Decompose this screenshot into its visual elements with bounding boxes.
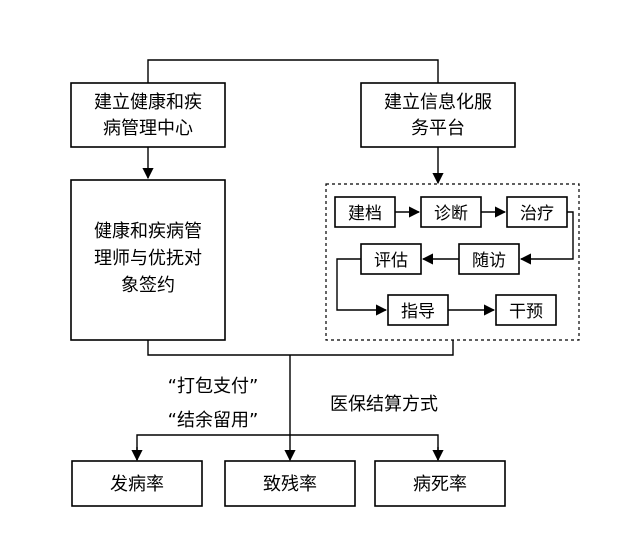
info-platform-node: 建立信息化服 务平台 <box>360 82 516 148</box>
contract-line-2: 理师与优抚对 <box>94 248 202 269</box>
follow-up-node: 随访 <box>458 243 520 275</box>
diagnosis-label: 诊断 <box>434 204 468 224</box>
top-connector <box>147 59 439 83</box>
arrow-treatment-to-follow-up <box>519 211 574 265</box>
info-platform-line-2: 务平台 <box>411 118 465 139</box>
morbidity-node: 发病率 <box>71 460 203 507</box>
evaluation-node: 评估 <box>360 243 422 275</box>
mortality-label: 病死率 <box>413 474 467 495</box>
mortality-node: 病死率 <box>374 460 506 507</box>
disability-node: 致残率 <box>224 460 356 507</box>
package-payment-text: “打包支付” <box>168 376 259 397</box>
disability-label: 致残率 <box>263 474 317 495</box>
evaluation-label: 评估 <box>374 251 408 271</box>
contract-line-1: 健康和疾病管 <box>94 221 202 242</box>
guidance-node: 指导 <box>387 294 449 326</box>
build-file-label: 建档 <box>348 204 382 224</box>
contract-node: 健康和疾病管 理师与优抚对 象签约 <box>70 179 226 341</box>
info-platform-line-1: 建立信息化服 <box>384 92 492 113</box>
health-center-node: 建立健康和疾 病管理中心 <box>70 82 226 148</box>
build-file-node: 建档 <box>334 196 396 228</box>
health-center-line-2: 病管理中心 <box>103 118 193 139</box>
surplus-retention-text: “结余留用” <box>168 410 259 431</box>
treatment-label: 治疗 <box>520 204 554 224</box>
treatment-node: 治疗 <box>506 196 568 228</box>
morbidity-label: 发病率 <box>110 474 164 495</box>
arrow-evaluation-to-guidance <box>336 258 388 316</box>
distribution-connector <box>136 434 439 460</box>
follow-up-label: 随访 <box>472 251 506 271</box>
guidance-label: 指导 <box>401 302 435 322</box>
intervention-label: 干预 <box>509 302 543 322</box>
health-center-line-1: 建立健康和疾 <box>94 92 202 113</box>
settlement-method-text: 医保结算方式 <box>330 394 438 415</box>
merge-connector <box>147 340 454 356</box>
contract-line-3: 象签约 <box>121 275 175 296</box>
intervention-node: 干预 <box>495 294 557 326</box>
diagnosis-node: 诊断 <box>420 196 482 228</box>
